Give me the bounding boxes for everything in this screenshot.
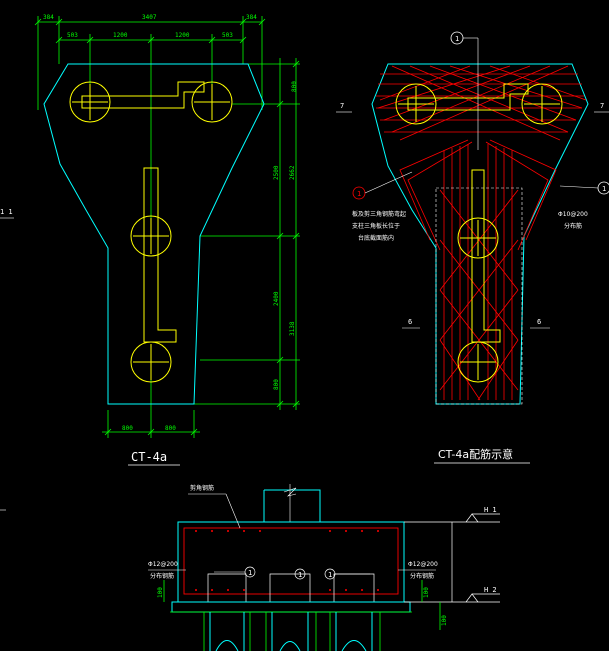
pile-middle: [130, 215, 172, 257]
pile-top-left: [69, 81, 111, 123]
section-mark-2: 1: [298, 571, 302, 579]
dim-bottom-2: 800: [165, 425, 176, 432]
rebar-dots: [195, 530, 379, 591]
dim-bottom-1: 800: [122, 425, 133, 432]
section-right-spec-2: 分布钢筋: [410, 572, 434, 580]
rebar-note-3: 台底截面筋内: [358, 234, 394, 242]
mark-right-text: 1: [602, 185, 606, 193]
rebar-spec-1: Φ10@200: [558, 211, 588, 218]
plan-view: 384 3407 384 503 1200 1200 503 800 2500 …: [34, 14, 300, 466]
section-label-top: 剪角钢筋: [190, 484, 214, 492]
dim-top-right: 384: [246, 14, 257, 21]
section-label-6-right: 6: [537, 318, 541, 326]
pile-group: [69, 81, 233, 383]
mark-top-text: 1: [455, 35, 459, 43]
section-pile-heads: [207, 573, 375, 602]
plan-title: CT-4a: [131, 450, 167, 464]
rebar-cap-outline: [371, 63, 589, 405]
dim-top-left: 384: [43, 14, 54, 21]
section-piles: [209, 612, 373, 651]
dim-top-total: 3407: [142, 14, 157, 21]
rebar-pile-group: [395, 83, 563, 383]
dim-sub-3: 1200: [175, 32, 190, 39]
mark-left-text: 1: [357, 190, 361, 198]
pile-top-right: [191, 81, 233, 123]
dim-right-4: 800: [273, 379, 280, 390]
rebar-mesh: [376, 65, 587, 401]
section-right-spec-1: Φ12@200: [408, 561, 438, 568]
dim-sub-1: 503: [67, 32, 78, 39]
rebar-plan-title: CT-4a配筋示意: [438, 447, 513, 461]
dim-sub-2: 1200: [113, 32, 128, 39]
section-dim-left: 100: [157, 587, 164, 598]
section-left-spec-1: Φ12@200: [148, 561, 178, 568]
level-top-label: H 1: [484, 506, 497, 514]
section-label-7-right: 7: [600, 102, 604, 110]
dim-right-2: 2500: [273, 165, 280, 180]
section-left-spec-2: 分布钢筋: [150, 572, 174, 580]
section-mark-3: 1: [328, 571, 332, 579]
dim-right-outer-1: 2662: [289, 165, 296, 180]
plan-dimension-lines: [34, 16, 300, 438]
rebar-spec-2: 分布筋: [564, 222, 582, 230]
rebar-plan-view: 1 1 1 7 7 6 6 板及剪三角钢筋弯起 支柱三角板长位于 台底截面筋内 …: [336, 31, 609, 464]
section-dim-right: 100: [423, 587, 430, 598]
dim-right-outer-2: 3138: [289, 321, 296, 336]
cap-outline: [43, 63, 265, 405]
section-dim-bottom: 100: [441, 615, 448, 626]
level-bottom-label: H 2: [484, 586, 497, 594]
section-label-6-left: 6: [408, 318, 412, 326]
dim-right-1: 800: [291, 81, 298, 92]
rebar-note-1: 板及剪三角钢筋弯起: [352, 210, 406, 218]
dim-right-3: 2400: [273, 291, 280, 306]
dim-sub-4: 503: [222, 32, 233, 39]
section-mark-1: 1: [248, 569, 252, 577]
section-view: 剪角钢筋 Φ12@200 分布钢筋 Φ12@200 分布钢筋 1 1 1 H 1…: [148, 484, 500, 651]
level-markers: [404, 513, 500, 603]
left-section-mark: 1 1: [0, 208, 13, 216]
section-label-7-left: 7: [340, 102, 344, 110]
rebar-note-2: 支柱三角板长位于: [352, 222, 400, 230]
